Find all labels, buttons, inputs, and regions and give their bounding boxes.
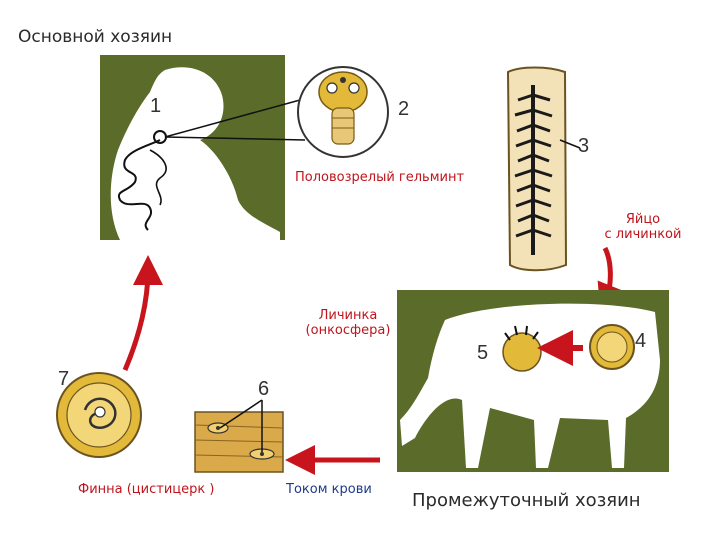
intermediate-host-panel: [397, 290, 669, 472]
number-7: 7: [58, 368, 69, 391]
number-3: 3: [578, 135, 589, 158]
number-2: 2: [398, 98, 409, 121]
adult-worm-label: Половозрелый гельминт: [295, 170, 464, 185]
blood-flow-label: Током крови: [286, 482, 372, 497]
definitive-host-panel: [100, 55, 285, 240]
number-5: 5: [477, 342, 488, 365]
egg-label: Яйцо с личинкой: [598, 212, 688, 242]
number-1: 1: [150, 95, 161, 118]
cysticercus-label: Финна (цистицерк ): [78, 482, 214, 497]
cysticercus-closeup: [57, 373, 141, 457]
larva-label: Личинка (онкосфера): [298, 308, 398, 338]
proglottid: [508, 68, 566, 271]
larva-label-line2: (онкосфера): [298, 323, 398, 338]
number-6: 6: [258, 378, 269, 401]
egg-label-line2: с личинкой: [598, 227, 688, 242]
larva-label-line1: Личинка: [298, 308, 398, 323]
intermediate-host-title: Промежуточный хозяин: [412, 490, 641, 511]
definitive-host-title: Основной хозяин: [18, 27, 172, 47]
arrow-cysticercus-to-human: [125, 270, 148, 370]
egg-label-line1: Яйцо: [598, 212, 688, 227]
scolex-zoom: [298, 67, 388, 157]
muscle-tissue: [195, 412, 283, 472]
number-4: 4: [635, 330, 646, 353]
